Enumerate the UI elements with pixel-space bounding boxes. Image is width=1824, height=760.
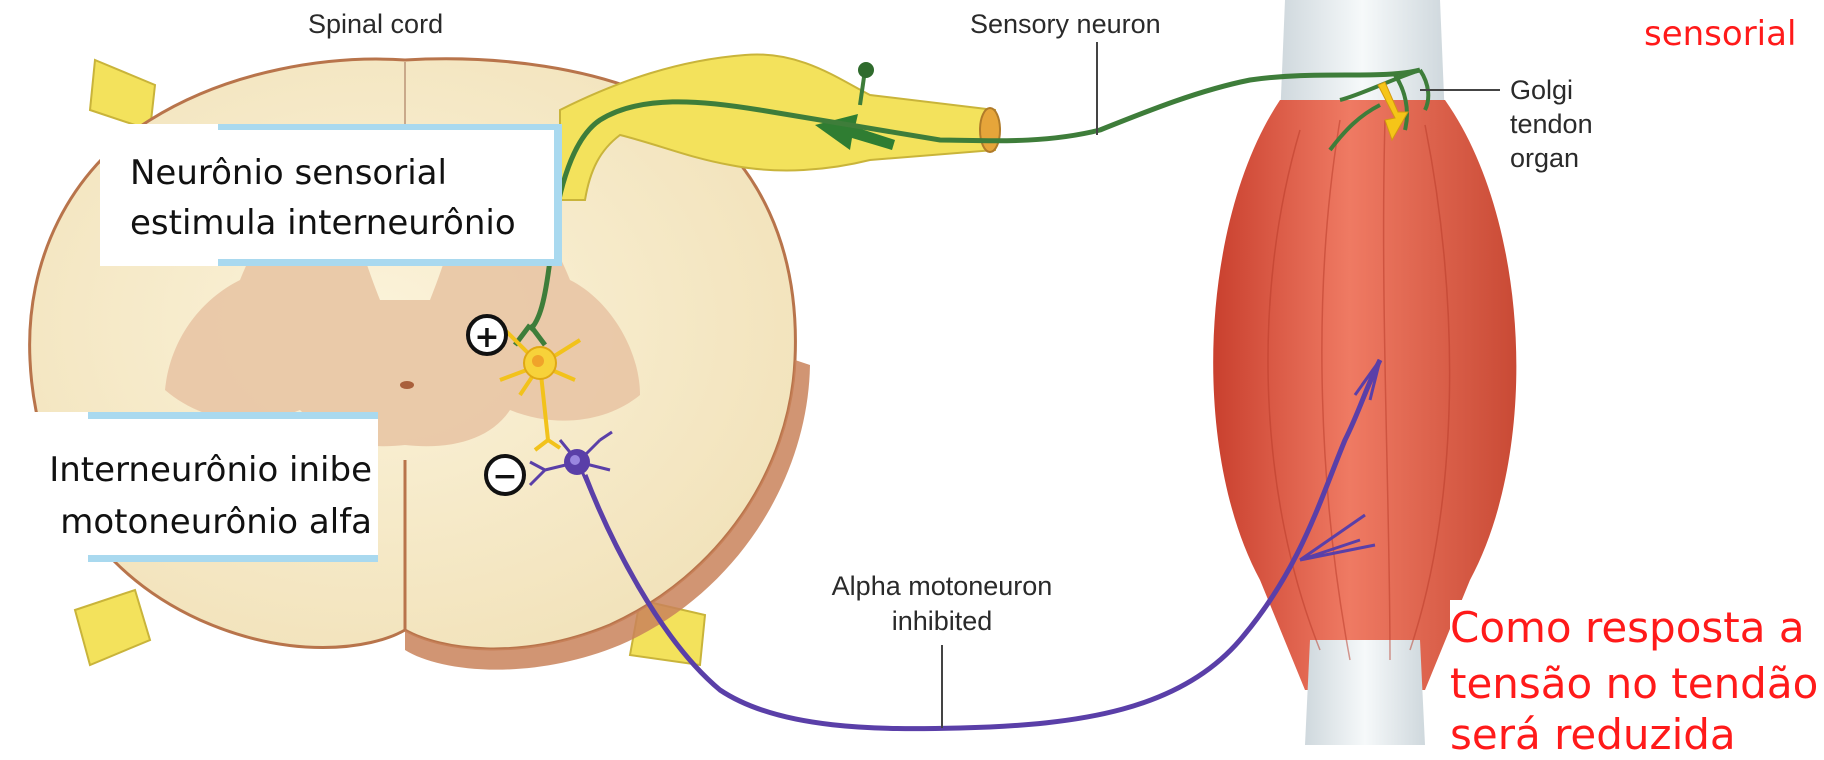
- annotation-sensory-line1: Neurônio sensorial: [130, 153, 447, 193]
- alpha-label-line2: inhibited: [892, 606, 993, 636]
- box-border-top: [88, 412, 378, 419]
- golgi-label-line1: Golgi: [1510, 75, 1573, 105]
- sensory-cell-body: [858, 62, 874, 78]
- golgi-label-line2: tendon: [1510, 109, 1593, 139]
- central-canal: [400, 381, 414, 389]
- annotation-sensory-line2: estimula interneurônio: [130, 203, 516, 243]
- dorsal-root-stub-left: [90, 60, 155, 130]
- spinal-cord-label: Spinal cord: [308, 9, 443, 39]
- minus-sign-glyph: −: [492, 459, 517, 494]
- box-border-bottom: [218, 259, 562, 266]
- annotation-top-right: sensorial: [1644, 14, 1796, 54]
- box-border-bottom: [88, 555, 378, 562]
- ganglion-nerve-end: [980, 108, 1000, 152]
- interneuron-nucleus: [532, 355, 544, 367]
- box-border-right: [554, 124, 562, 266]
- box-border-top: [218, 124, 562, 130]
- sensory-neuron-label: Sensory neuron: [970, 9, 1161, 39]
- annotation-interneuron-line2: motoneurônio alfa: [60, 502, 372, 542]
- tendon-bottom: [1305, 640, 1425, 745]
- annotation-box-interneuron: Interneurônio inibe motoneurônio alfa: [0, 412, 378, 562]
- annotation-box-sensory: Neurônio sensorial estimula interneurôni…: [100, 124, 562, 266]
- alpha-label-line1: Alpha motoneuron: [832, 571, 1053, 601]
- annotation-response-line3: será reduzida: [1450, 710, 1736, 760]
- annotation-response-line2: tensão no tendão: [1450, 656, 1818, 712]
- annotation-response-line1: Como resposta a: [1450, 600, 1805, 656]
- alpha-motoneuron-nucleus: [570, 455, 580, 465]
- annotation-interneuron-line1: Interneurônio inibe: [49, 450, 372, 490]
- ventral-root-stub-left: [75, 590, 150, 665]
- golgi-label-line3: organ: [1510, 143, 1579, 173]
- plus-sign-glyph: +: [474, 320, 499, 355]
